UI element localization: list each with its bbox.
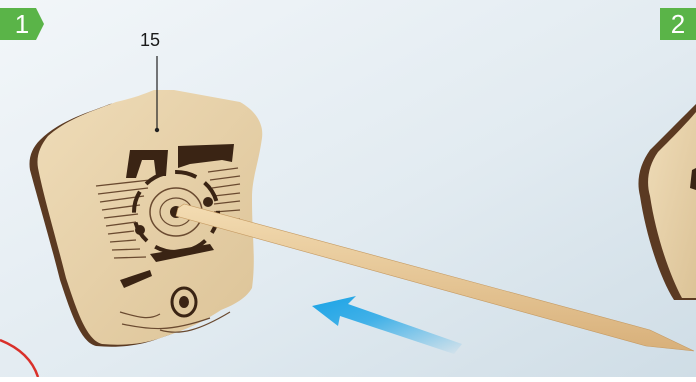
step-number-2: 2 — [671, 9, 685, 40]
part-label-dot — [155, 128, 159, 132]
part-number-label: 15 — [140, 30, 160, 51]
step-badge-1: 1 — [0, 8, 44, 40]
step-number-1: 1 — [15, 9, 29, 40]
step-badge-2: 2 — [660, 8, 696, 40]
lower-hole-center — [179, 296, 189, 308]
